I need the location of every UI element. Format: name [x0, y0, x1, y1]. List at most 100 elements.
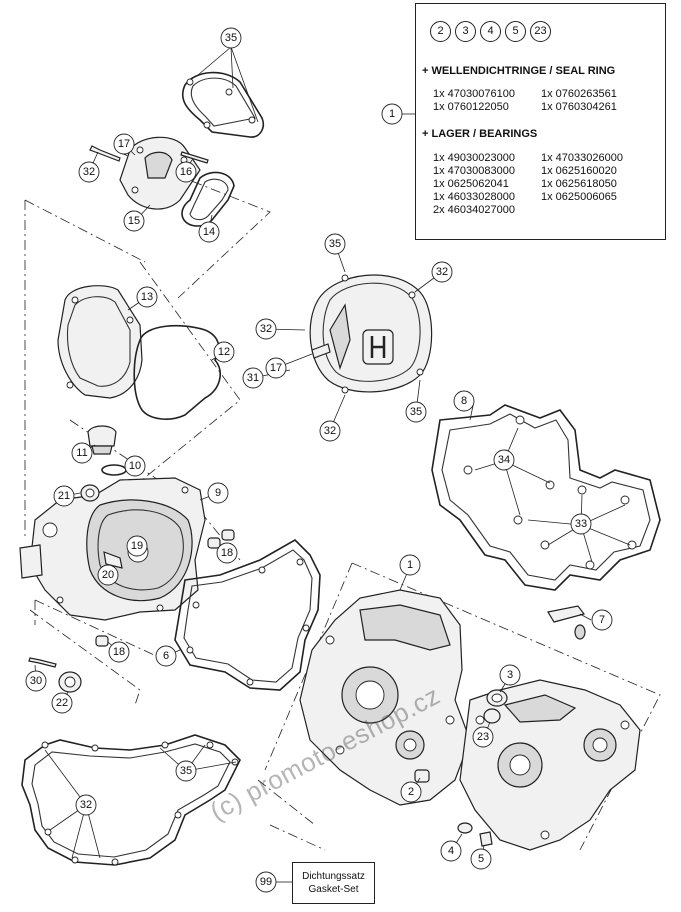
svg-text:35: 35	[329, 238, 341, 250]
callout-32: 32	[78, 161, 100, 183]
dowel-7	[547, 605, 586, 640]
bearing-entry: 1x 46033028000	[433, 191, 515, 203]
bearing-entry	[541, 204, 651, 217]
svg-text:32: 32	[80, 799, 92, 811]
bearing-entry: 1x 47030083000	[433, 165, 515, 177]
bearing-entry: 1x 0625618050	[541, 178, 617, 190]
pin-16	[180, 151, 209, 164]
ignition-cover-13	[57, 285, 143, 399]
bearing-entry: 1x 0625006065	[541, 191, 617, 203]
seal-ring-entry: 1x 0760122050	[433, 101, 509, 113]
callout-1: 1	[399, 554, 421, 576]
callout-18: 18	[108, 641, 130, 663]
gasket-set-label-en: Gasket-Set	[308, 884, 359, 895]
svg-text:18: 18	[221, 547, 233, 559]
svg-text:11: 11	[76, 447, 87, 459]
callout-32: 32	[319, 420, 341, 442]
bearings-heading: + LAGER / BEARINGS	[422, 128, 538, 140]
callout-20: 20	[97, 564, 119, 586]
bearing-23	[483, 708, 501, 724]
svg-text:7: 7	[599, 614, 605, 626]
svg-text:16: 16	[180, 166, 192, 178]
callout-10: 10	[124, 455, 146, 477]
clutch-cover-9	[19, 477, 206, 621]
sleeves-18	[95, 529, 235, 647]
callout-99: 99	[255, 871, 277, 893]
screw-5	[479, 831, 493, 847]
bearing-3	[486, 689, 508, 707]
svg-text:22: 22	[56, 697, 68, 709]
svg-text:12: 12	[218, 346, 230, 358]
callout-1: 1	[381, 103, 403, 125]
seal-ring-entry: 1x 47030076100	[433, 88, 515, 100]
svg-text:32: 32	[436, 266, 448, 278]
svg-text:34: 34	[498, 454, 510, 466]
seal-ring-heading: + WELLENDICHTRINGE / SEAL RING	[422, 65, 616, 77]
bearing-entry: 1x 0625062041	[433, 178, 509, 190]
bolt-32-top	[89, 145, 121, 162]
seal-ring-entry: 1x 0760304261	[541, 101, 617, 113]
callout-4: 4	[440, 840, 462, 862]
svg-text:19: 19	[131, 540, 143, 552]
svg-text:5: 5	[478, 853, 484, 865]
callout-2: 2	[400, 781, 422, 803]
callout-35: 35	[324, 233, 346, 255]
parts-legend-box: 2 3 4 5 23 + WELLENDICHTRINGE / SEAL RIN…	[415, 3, 666, 240]
pump-gasket-14	[181, 171, 235, 227]
legend-part-number: 2	[430, 21, 451, 42]
bearing-entry: 1x 47033026000	[541, 152, 623, 164]
gasket-set-box: Dichtungssatz Gasket-Set	[292, 862, 375, 904]
cover-gasket-35	[181, 71, 265, 138]
svg-text:23: 23	[477, 731, 489, 743]
gasket-set-label-de: Dichtungssatz	[302, 871, 365, 882]
svg-text:1: 1	[407, 559, 413, 571]
ignition-gasket-bottom	[21, 734, 241, 866]
water-pump-cover-15	[119, 136, 201, 210]
svg-text:35: 35	[180, 765, 192, 777]
callout-33: 33	[570, 513, 592, 535]
callout-12: 12	[213, 341, 235, 363]
callout-18: 18	[216, 542, 238, 564]
bearings-list: 1x 49030023000 1x 47033026000 1x 4703008…	[433, 152, 651, 217]
callout-3: 3	[499, 664, 521, 686]
svg-text:33: 33	[575, 518, 587, 530]
ignition-cover-logo	[309, 274, 433, 394]
svg-text:9: 9	[215, 487, 221, 499]
callout-8: 6	[155, 645, 177, 667]
screw-30	[28, 657, 57, 668]
legend-part-number: 3	[455, 21, 476, 42]
svg-text:3: 3	[507, 669, 513, 681]
svg-text:6: 6	[163, 650, 169, 662]
svg-text:35: 35	[225, 32, 237, 44]
callout-6: 8	[453, 390, 475, 412]
svg-text:17: 17	[270, 362, 282, 374]
svg-text:8: 8	[461, 395, 467, 407]
svg-text:99: 99	[260, 876, 272, 888]
svg-text:20: 20	[102, 569, 114, 581]
crankcase-gasket-6	[431, 404, 661, 591]
callout-15: 15	[123, 210, 145, 232]
svg-text:31: 31	[247, 372, 259, 384]
cover-gasket-8	[174, 539, 321, 691]
callout-9: 9	[207, 482, 229, 504]
svg-text:21: 21	[58, 490, 70, 502]
assembly-lines	[24, 151, 661, 851]
callout-32: 32	[431, 261, 453, 283]
svg-text:10: 10	[129, 460, 141, 472]
svg-text:30: 30	[30, 675, 42, 687]
callout-30: 30	[25, 670, 47, 692]
callout-34: 34	[493, 449, 515, 471]
bearing-entry: 1x 49030023000	[433, 152, 515, 164]
callout-35: 35	[220, 27, 242, 49]
callout-13: 13	[136, 286, 158, 308]
callout-14: 14	[198, 221, 220, 243]
seal-22	[58, 671, 82, 693]
crankcase-right-half	[459, 679, 641, 851]
seal-ring-list: 1x 47030076100 1x 0760263561 1x 07601220…	[433, 88, 651, 114]
oring-gasket-12	[133, 324, 221, 420]
callout-22: 22	[51, 692, 73, 714]
svg-text:13: 13	[141, 291, 153, 303]
callout-17: 17	[265, 357, 287, 379]
svg-text:2: 2	[408, 786, 414, 798]
